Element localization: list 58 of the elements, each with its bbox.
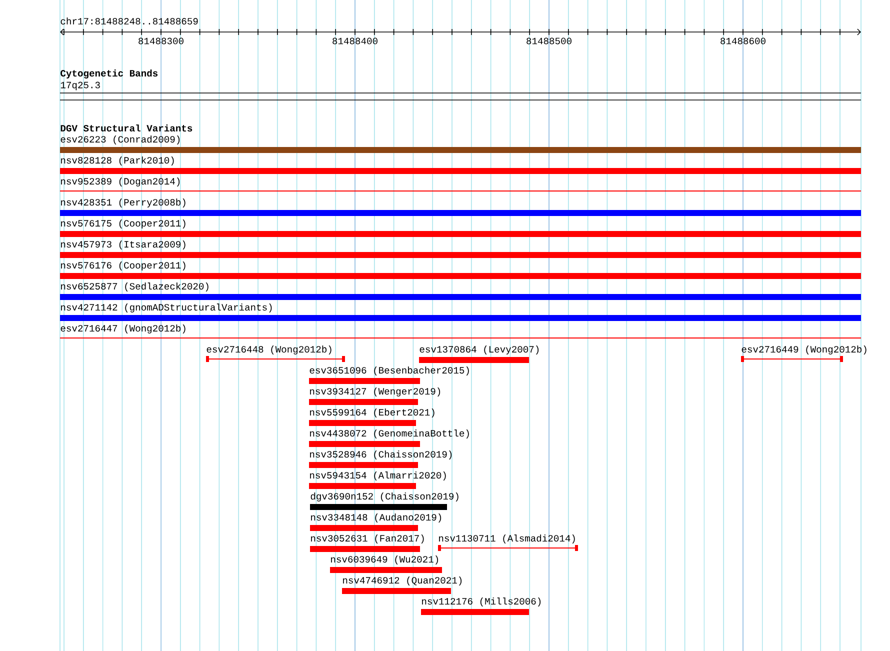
variant-feature: esv2716448 (Wong2012b) [206, 346, 346, 362]
tick-label: 81488500 [526, 38, 572, 44]
variant-feature: esv2716449 (Wong2012b) [740, 346, 866, 362]
node-label: nsv1130711 (Alsmadi2014) [439, 534, 575, 544]
variant-feature: nsv4271142 (gnomADStructuralVariants) [60, 304, 861, 321]
node-label: nsv5599164 (Ebert2021) [310, 408, 434, 418]
track-heading: Cytogenetic Bands [60, 70, 158, 78]
node-label: nsv5943154 (Almarri2020) [310, 472, 446, 480]
variant-feature: nsv4746912 (Quan2021) [342, 576, 462, 594]
node-label: nsv4271142 (gnomADStructuralVariants) [61, 304, 272, 312]
variant-feature: esv1370864 (Levy2007) [419, 346, 539, 363]
node-label: nsv4746912 (Quan2021) [343, 576, 462, 586]
variant-feature: nsv4438072 (GenomeinaBottle) [309, 430, 469, 447]
variant-feature: nsv828128 (Park2010) [60, 156, 861, 174]
variant-feature: nsv457973 (Itsara2009) [60, 240, 861, 258]
node-label: esv1370864 (Levy2007) [420, 346, 539, 354]
node-label: nsv457973 (Itsara2009) [61, 240, 186, 250]
tick-label: 81488400 [332, 38, 378, 44]
variant-feature: nsv6039649 (Wu2021) [330, 556, 442, 573]
node-label: nsv112176 (Mills2006) [422, 598, 541, 606]
variant-feature: esv3651096 (Besenbacher2015) [309, 366, 469, 384]
node-label: nsv428351 (Perry2008b) [61, 198, 186, 208]
variant-feature: nsv6525877 (Sedlazeck2020) [60, 282, 861, 300]
node-label: esv2716449 (Wong2012b) [742, 346, 866, 354]
node-label: nsv576175 (Cooper2011) [61, 220, 186, 228]
node-label: nsv3348148 (Audano2019) [311, 514, 442, 522]
variant-feature: esv2716447 (Wong2012b) [60, 324, 862, 338]
variant-feature: nsv576176 (Cooper2011) [60, 262, 861, 279]
node-label: nsv6039649 (Wu2021) [331, 556, 438, 564]
node-label: nsv576176 (Cooper2011) [61, 262, 186, 270]
node-label: nsv3528946 (Chaisson2019) [310, 450, 452, 460]
node-label: esv3651096 (Besenbacher2015) [310, 366, 469, 376]
track-heading: DGV Structural Variants [60, 124, 192, 132]
node-label: nsv4438072 (GenomeinaBottle) [310, 430, 469, 438]
node-label: esv26223 (Conrad2009) [60, 136, 180, 144]
band-label: 17q25.3 [60, 82, 100, 90]
node-label: dgv3690n152 (Chaisson2019) [310, 492, 458, 502]
variant-feature: nsv576175 (Cooper2011) [60, 220, 861, 237]
locus-label: chr17:81488248..81488659 [60, 17, 198, 25]
variant-feature: nsv112176 (Mills2006) [421, 598, 541, 615]
node-label: nsv3052631 (Fan2017) [311, 534, 424, 544]
variant-feature: dgv3690n152 (Chaisson2019) [310, 492, 458, 510]
node-label: nsv6525877 (Sedlazeck2020) [61, 282, 208, 292]
variant-feature: nsv1130711 (Alsmadi2014) [438, 534, 578, 551]
node-label: nsv828128 (Park2010) [61, 156, 174, 166]
variant-feature: nsv3934127 (Wenger2019) [309, 388, 440, 405]
node-label: esv2716448 (Wong2012b) [206, 346, 332, 354]
variant-feature: nsv428351 (Perry2008b) [60, 198, 861, 216]
variant-feature: nsv3052631 (Fan2017) [310, 534, 424, 552]
variant-feature: nsv952389 (Dogan2014) [60, 178, 862, 192]
variant-feature: nsv3528946 (Chaisson2019) [309, 450, 452, 468]
node-label: nsv3934127 (Wenger2019) [310, 388, 440, 396]
tick-label: 81488300 [138, 38, 184, 44]
tick-label: 81488600 [720, 38, 766, 44]
variant-feature: nsv3348148 (Audano2019) [310, 514, 442, 531]
variant-feature: nsv5943154 (Almarri2020) [309, 472, 446, 489]
variant-feature: nsv5599164 (Ebert2021) [309, 408, 434, 426]
variant-feature: esv26223 (Conrad2009) [60, 136, 861, 153]
